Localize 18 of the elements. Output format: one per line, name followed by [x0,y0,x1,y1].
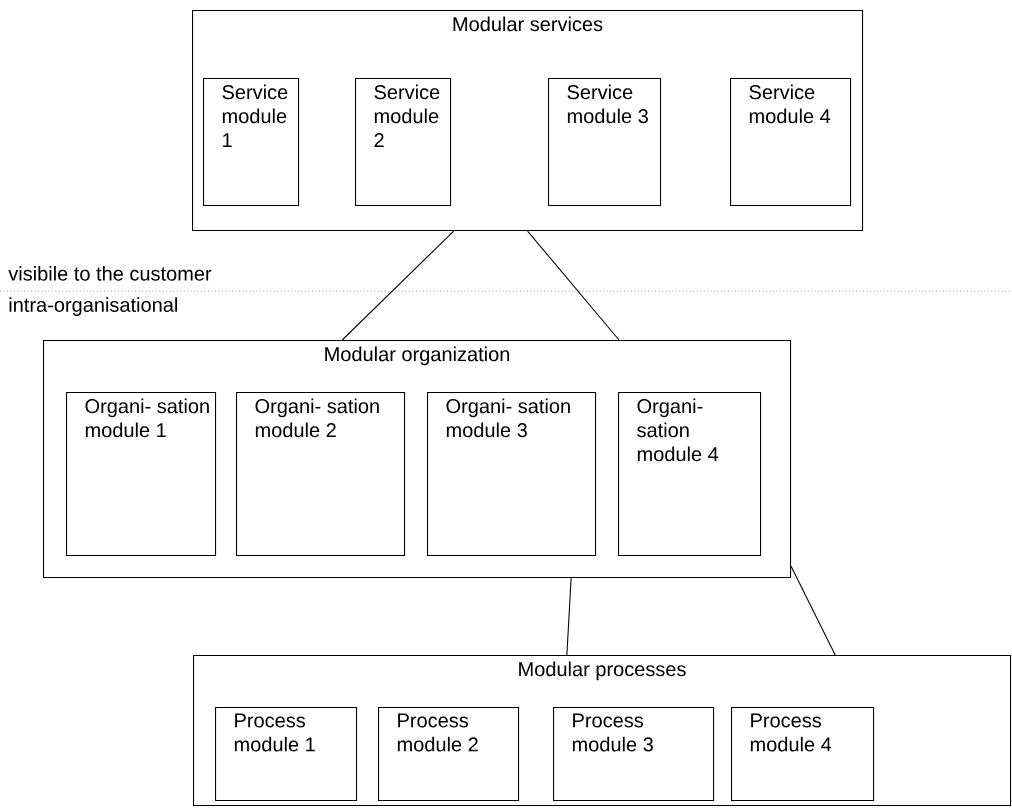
module-box: Organi- sation module 4 [618,392,762,557]
module-box: Service module 4 [730,78,852,207]
module-box: Organi- sation module 2 [236,392,406,557]
module-box: Service module 1 [203,78,300,207]
connector-line [527,230,620,341]
module-box: Process module 4 [731,707,875,802]
connector-line [341,230,455,341]
module-box: Organi- sation module 3 [427,392,597,557]
zone-label: visibile to the customer [8,266,212,281]
zone-label: intra-organisational [9,297,177,316]
module-box: Process module 1 [215,707,358,802]
module-box: Organi- sation module 1 [66,392,217,557]
module-box: Service module 3 [548,78,662,207]
connector-line [566,577,572,656]
module-box: Service module 2 [355,78,452,207]
module-box: Process module 2 [378,707,520,802]
connector-line [790,565,836,656]
module-box: Process module 3 [553,707,715,802]
